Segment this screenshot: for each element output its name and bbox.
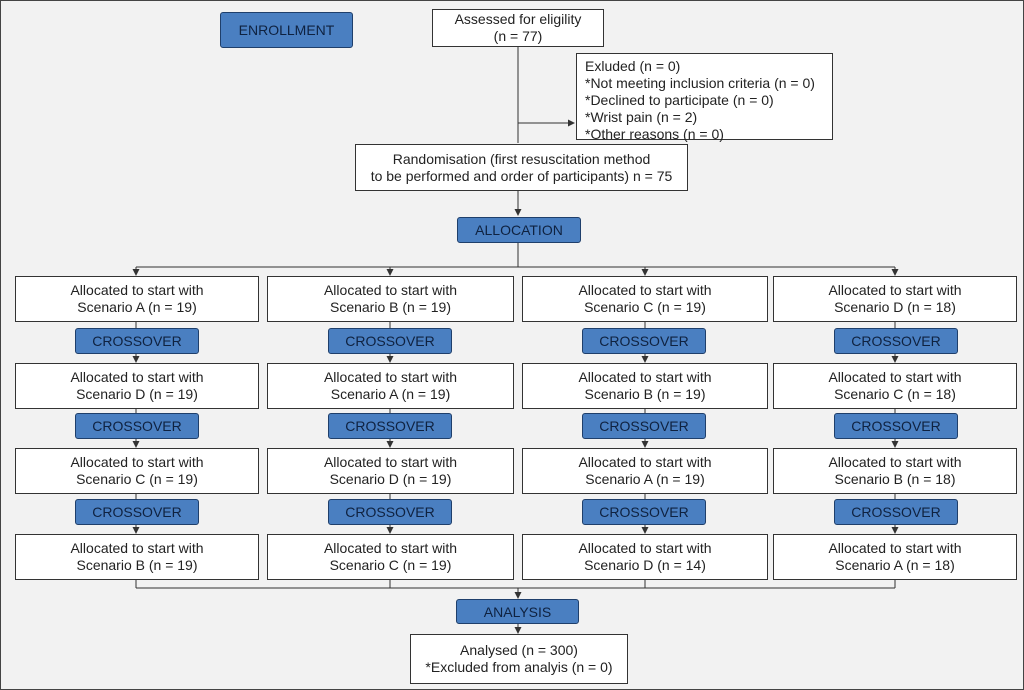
analysed-line1: Analysed (n = 300) [460, 642, 578, 658]
scenario-label: Scenario A (n = 19) [77, 299, 197, 315]
allocation-prefix: Allocated to start with [828, 282, 962, 298]
excluded-line: Exluded (n = 0) [585, 58, 681, 74]
allocation-box-col3-row1: Allocated to start with Scenario C (n = … [522, 276, 768, 322]
excluded-line: *Not meeting inclusion criteria (n = 0) [585, 75, 815, 91]
randomisation-box: Randomisation (first resuscitation metho… [355, 144, 688, 191]
scenario-label: Scenario D (n = 18) [834, 299, 956, 315]
scenario-label: Scenario D (n = 19) [329, 471, 452, 487]
allocation-label: ALLOCATION [457, 217, 581, 243]
crossover-label: CROSSOVER [75, 328, 199, 354]
allocation-box-col1-row1: Allocated to start with Scenario A (n = … [15, 276, 259, 322]
allocation-prefix: Allocated to start with [828, 369, 962, 385]
allocation-prefix: Allocated to start with [323, 369, 458, 385]
analysed-line2: *Excluded from analyis (n = 0) [425, 659, 613, 675]
excluded-box: Exluded (n = 0) *Not meeting inclusion c… [576, 53, 833, 142]
analysed-box: Analysed (n = 300) *Excluded from analyi… [410, 634, 628, 684]
crossover-label: CROSSOVER [75, 413, 199, 439]
allocation-box-col2-row4: Allocated to start with Scenario C (n = … [267, 534, 514, 580]
allocation-box-col3-row2: Allocated to start with Scenario B (n = … [522, 363, 768, 409]
allocation-box-col2-row3: Allocated to start with Scenario D (n = … [267, 448, 514, 494]
allocation-prefix: Allocated to start with [70, 540, 204, 556]
allocation-prefix: Allocated to start with [323, 540, 458, 556]
crossover-label: CROSSOVER [834, 413, 958, 439]
allocation-prefix: Allocated to start with [70, 454, 204, 470]
scenario-label: Scenario A (n = 19) [330, 386, 451, 402]
assessed-line2: (n = 77) [493, 28, 543, 44]
analysis-label: ANALYSIS [456, 599, 579, 624]
allocation-box-col4-row1: Allocated to start with Scenario D (n = … [773, 276, 1017, 322]
crossover-label: CROSSOVER [328, 328, 452, 354]
crossover-label: CROSSOVER [328, 413, 452, 439]
allocation-prefix: Allocated to start with [578, 540, 712, 556]
allocation-prefix: Allocated to start with [70, 369, 204, 385]
scenario-label: Scenario C (n = 19) [584, 299, 706, 315]
allocation-box-col3-row4: Allocated to start with Scenario D (n = … [522, 534, 768, 580]
scenario-label: Scenario A (n = 19) [585, 471, 705, 487]
allocation-prefix: Allocated to start with [828, 540, 962, 556]
allocation-prefix: Allocated to start with [323, 282, 458, 298]
scenario-label: Scenario D (n = 19) [76, 386, 198, 402]
excluded-line: *Wrist pain (n = 2) [585, 109, 698, 125]
crossover-label: CROSSOVER [834, 328, 958, 354]
allocation-prefix: Allocated to start with [578, 282, 712, 298]
scenario-label: Scenario B (n = 18) [834, 471, 956, 487]
excluded-line: *Other reasons (n = 0) [585, 126, 724, 142]
assessed-line1: Assessed for eligility [454, 11, 582, 27]
randomisation-line2: to be performed and order of participant… [370, 167, 673, 184]
scenario-label: Scenario C (n = 19) [76, 471, 198, 487]
allocation-box-col1-row4: Allocated to start with Scenario B (n = … [15, 534, 259, 580]
enrollment-label: ENROLLMENT [220, 12, 353, 48]
scenario-label: Scenario B (n = 19) [76, 557, 198, 573]
crossover-label: CROSSOVER [328, 499, 452, 525]
crossover-label: CROSSOVER [582, 413, 706, 439]
allocation-prefix: Allocated to start with [70, 282, 204, 298]
allocation-box-col4-row4: Allocated to start with Scenario A (n = … [773, 534, 1017, 580]
allocation-prefix: Allocated to start with [578, 369, 712, 385]
allocation-prefix: Allocated to start with [828, 454, 962, 470]
scenario-label: Scenario C (n = 18) [834, 386, 956, 402]
allocation-box-col2-row2: Allocated to start with Scenario A (n = … [267, 363, 514, 409]
scenario-label: Scenario D (n = 14) [584, 557, 706, 573]
crossover-label: CROSSOVER [834, 499, 958, 525]
allocation-box-col4-row2: Allocated to start with Scenario C (n = … [773, 363, 1017, 409]
scenario-label: Scenario A (n = 18) [835, 557, 955, 573]
allocation-box-col4-row3: Allocated to start with Scenario B (n = … [773, 448, 1017, 494]
scenario-label: Scenario B (n = 19) [329, 299, 451, 315]
assessed-box: Assessed for eligility (n = 77) [432, 9, 604, 47]
allocation-box-col2-row1: Allocated to start with Scenario B (n = … [267, 276, 514, 322]
allocation-box-col1-row3: Allocated to start with Scenario C (n = … [15, 448, 259, 494]
scenario-label: Scenario B (n = 19) [584, 386, 706, 402]
allocation-box-col3-row3: Allocated to start with Scenario A (n = … [522, 448, 768, 494]
randomisation-line1: Randomisation (first resuscitation metho… [392, 150, 651, 167]
crossover-label: CROSSOVER [582, 499, 706, 525]
allocation-prefix: Allocated to start with [323, 454, 458, 470]
crossover-label: CROSSOVER [75, 499, 199, 525]
crossover-label: CROSSOVER [582, 328, 706, 354]
excluded-line: *Declined to participate (n = 0) [585, 92, 774, 108]
scenario-label: Scenario C (n = 19) [329, 557, 452, 573]
allocation-box-col1-row2: Allocated to start with Scenario D (n = … [15, 363, 259, 409]
allocation-prefix: Allocated to start with [578, 454, 712, 470]
